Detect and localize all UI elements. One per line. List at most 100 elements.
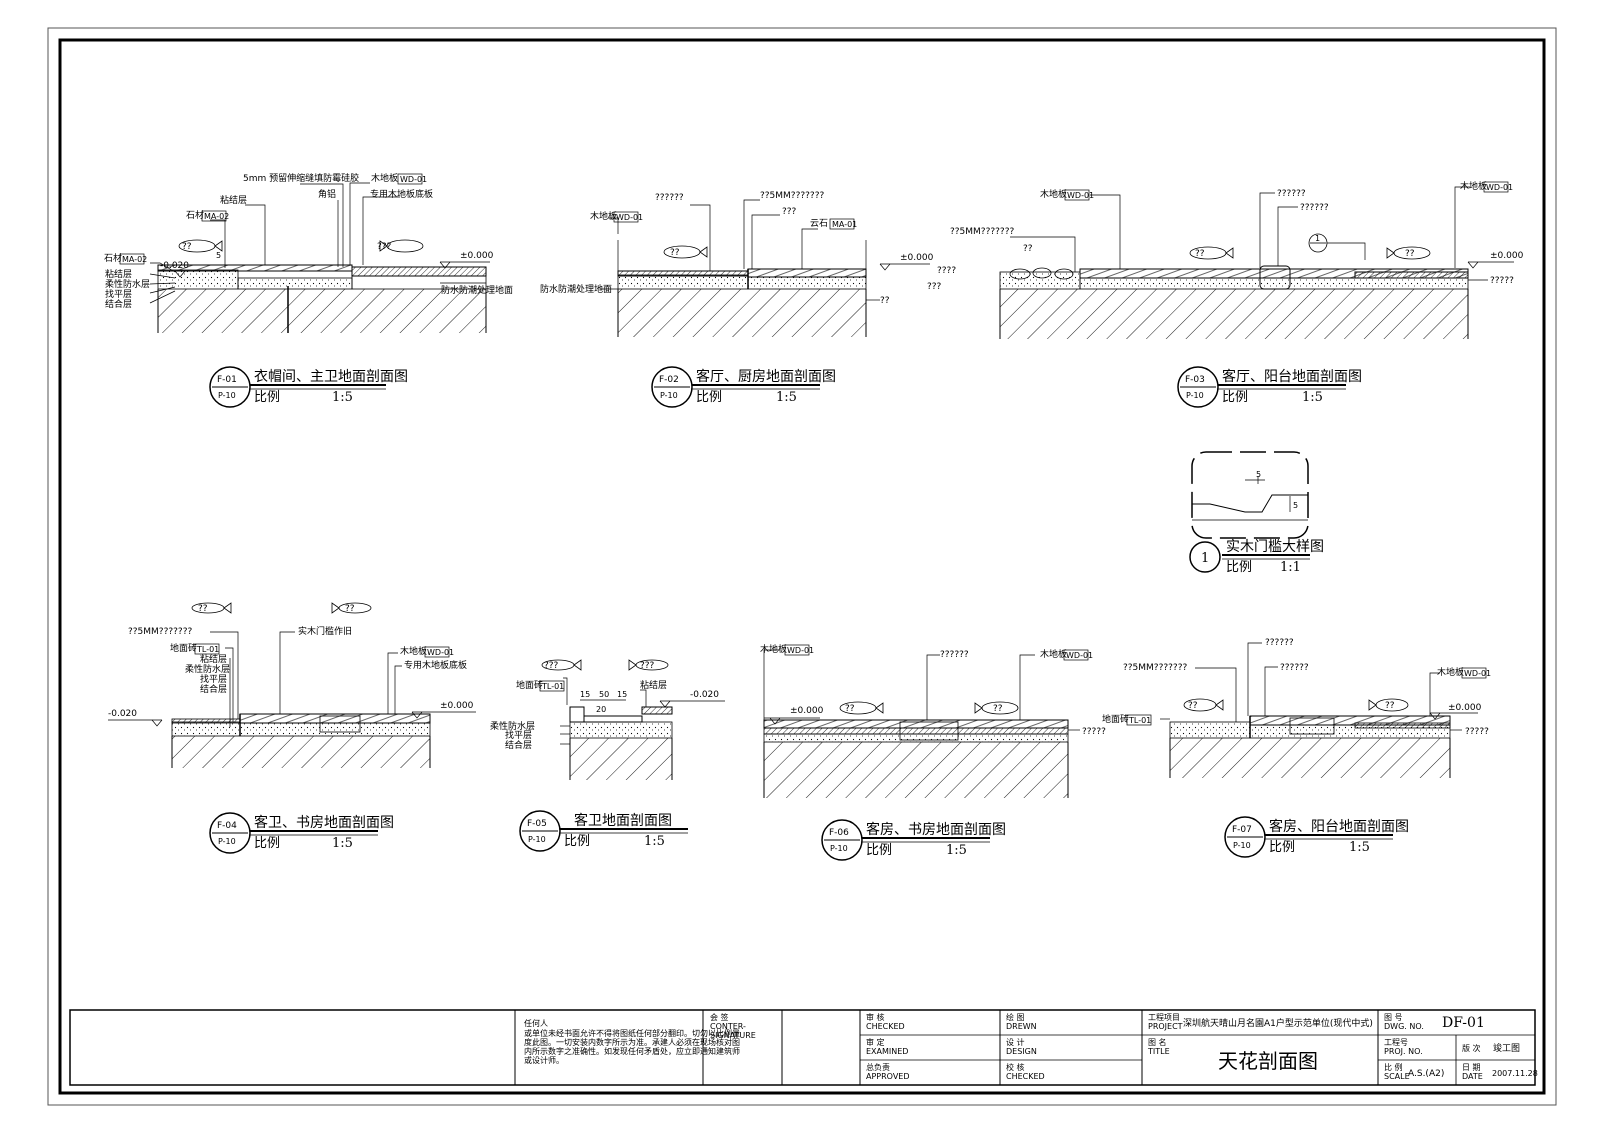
tb-rev-label: 版 次 <box>1462 1043 1481 1053</box>
f05-tile-tag: TL-01 <box>541 682 564 691</box>
f01-label-level: 找平层 <box>105 288 132 300</box>
f03-elev: ±0.000 <box>1490 251 1524 261</box>
f02-sheet: P-10 <box>660 391 678 400</box>
tb-note-line-4: 或设计师。 <box>524 1055 564 1065</box>
f04-label-combine: 结合层 <box>200 683 227 695</box>
f01-label-angle: 角铝 <box>318 188 336 200</box>
tb-examined-en: EXAMINED <box>866 1047 908 1056</box>
f05-mark-a: ??? <box>544 661 559 671</box>
f02-label-base: 防水防潮处理地面 <box>540 283 612 295</box>
f03-label-wood-l: 木地板 <box>1040 188 1067 200</box>
f04-label-tile: 地面砖 <box>170 642 197 654</box>
tb-project-cn: 工程项目 <box>1148 1013 1180 1022</box>
title-block <box>69 1009 1536 1086</box>
tb-design-cn: 设 计 <box>1006 1037 1025 1047</box>
f05-mark-b: ??? <box>640 661 655 671</box>
tb-scale-en: SCALE <box>1384 1072 1410 1081</box>
f06-wood-r-tag: WD-01 <box>1066 651 1093 660</box>
f01-label-wood-base: 专用木地板底板 <box>370 188 433 200</box>
tb-project-en: PROJECT <box>1148 1022 1183 1031</box>
f05-title-block <box>519 810 688 852</box>
tb-checked2-cn: 校 核 <box>1006 1062 1025 1072</box>
f01-elev-right: ±0.000 <box>460 251 494 261</box>
f02-label-q6: ?????? <box>655 193 684 203</box>
f05-sheet: P-10 <box>528 835 546 844</box>
f06-mark-a: ?? <box>845 704 855 714</box>
f03-code: F-03 <box>1185 375 1205 385</box>
f04-elev-right: ±0.000 <box>440 701 474 711</box>
f07-mark-b: ?? <box>1385 701 1395 711</box>
f03-label-q6a: ?????? <box>1277 189 1306 199</box>
f04-mark-b: ?? <box>345 604 355 614</box>
f04-sheet: P-10 <box>218 837 236 846</box>
f06-sheet: P-10 <box>830 844 848 853</box>
tb-note-line-1: 或单位未经书面允许不得将图纸任何部分翻印。切勿以比例量 <box>524 1028 740 1038</box>
f05-dim1: 15 <box>580 690 590 699</box>
f04-title: 客卫、书房地面剖面图 <box>254 814 394 831</box>
f07-label-q6b: ?????? <box>1280 663 1309 673</box>
f05-dim2: 50 <box>599 690 609 699</box>
tb-drawing-title: 天花剖面图 <box>1218 1049 1318 1073</box>
tb-dwg-en: DWG. NO. <box>1384 1022 1424 1031</box>
f01-wood-tag: WD-01 <box>400 175 427 184</box>
detail1-code: 1 <box>1201 551 1209 566</box>
f07-label-tile: 地面砖 <box>1102 713 1129 725</box>
f07-tile-tag: TL-01 <box>1128 716 1151 725</box>
tb-proj-en: PROJ. NO. <box>1384 1047 1423 1056</box>
tb-scale-cn: 比 例 <box>1384 1062 1403 1072</box>
f04-scale-label: 比例 <box>254 836 280 851</box>
f01-label-stone1: 石材 <box>186 209 204 221</box>
f02-title: 客厅、厨房地面剖面图 <box>696 368 836 385</box>
tb-examined-cn: 审 定 <box>866 1037 885 1047</box>
f05-dim4: 20 <box>596 705 606 714</box>
f01-code: F-01 <box>217 375 237 385</box>
f03-scale: 1:5 <box>1302 390 1323 405</box>
f02-label-q2: ?? <box>880 296 890 306</box>
section-f07 <box>1160 642 1478 778</box>
f07-scale: 1:5 <box>1349 840 1370 855</box>
f07-wood-tag: WD-01 <box>1464 669 1491 678</box>
f05-label-level: 找平层 <box>505 729 532 741</box>
section-f05 <box>541 659 725 780</box>
f06-wood-l-tag: WD-01 <box>787 646 814 655</box>
tb-sign-en2: SIGNATURE <box>710 1031 756 1040</box>
tb-design-en: DESIGN <box>1006 1047 1037 1056</box>
tb-dwg-no: DF-01 <box>1442 1015 1485 1031</box>
f02-mark: ?? <box>670 248 680 258</box>
f04-label-waterproof: 柔性防水层 <box>185 663 230 675</box>
f01-mark-b: ??? <box>377 242 392 252</box>
f02-label-stone: 云石 <box>810 219 828 229</box>
tb-dwg-cn: 图 号 <box>1384 1013 1403 1022</box>
f02-scale-label: 比例 <box>696 390 722 405</box>
f05-dim3: 15 <box>617 690 627 699</box>
f01-stone2-tag: MA-02 <box>122 255 147 264</box>
f03-sheet: P-10 <box>1186 391 1204 400</box>
tb-sign-en1: CONTER- <box>710 1022 746 1031</box>
f06-label-wood-r: 木地板 <box>1040 648 1067 660</box>
f06-scale: 1:5 <box>946 843 967 858</box>
f02-stone-tag: MA-01 <box>832 220 857 229</box>
tb-rev-value: 竣工图 <box>1493 1042 1520 1054</box>
detail1-dim-a: 5 <box>1256 470 1261 479</box>
f04-scale: 1:5 <box>332 836 353 851</box>
tb-date-value: 2007.11.28 <box>1492 1069 1538 1078</box>
detail1-scale-label: 比例 <box>1226 560 1252 575</box>
f03-label-q3: ??? <box>927 282 942 292</box>
tb-date-cn: 日 期 <box>1462 1063 1481 1072</box>
f01-label-bond-top: 粘结层 <box>220 194 247 206</box>
f03-label-q6b: ?????? <box>1300 203 1329 213</box>
f06-label-q5: ????? <box>1082 727 1106 737</box>
f03-label-q5: ????? <box>1490 276 1514 286</box>
f01-stone1-tag: MA-02 <box>204 212 229 221</box>
f06-title-block <box>821 819 990 861</box>
f02-scale: 1:5 <box>776 390 797 405</box>
f06-code: F-06 <box>829 828 849 838</box>
f03-wood-l-tag: WD-01 <box>1067 191 1094 200</box>
f04-label-wood-base: 专用木地板底板 <box>404 659 467 671</box>
f06-mark-b: ?? <box>993 704 1003 714</box>
f01-label-wood: 木地板 <box>371 172 398 184</box>
f04-elev-left: -0.020 <box>108 709 137 719</box>
f01-label-joint: 5mm 预留伸缩缝填防霉硅胶 <box>243 172 359 184</box>
f04-tile-tag: TL-01 <box>196 645 219 654</box>
f05-scale-label: 比例 <box>564 834 590 849</box>
